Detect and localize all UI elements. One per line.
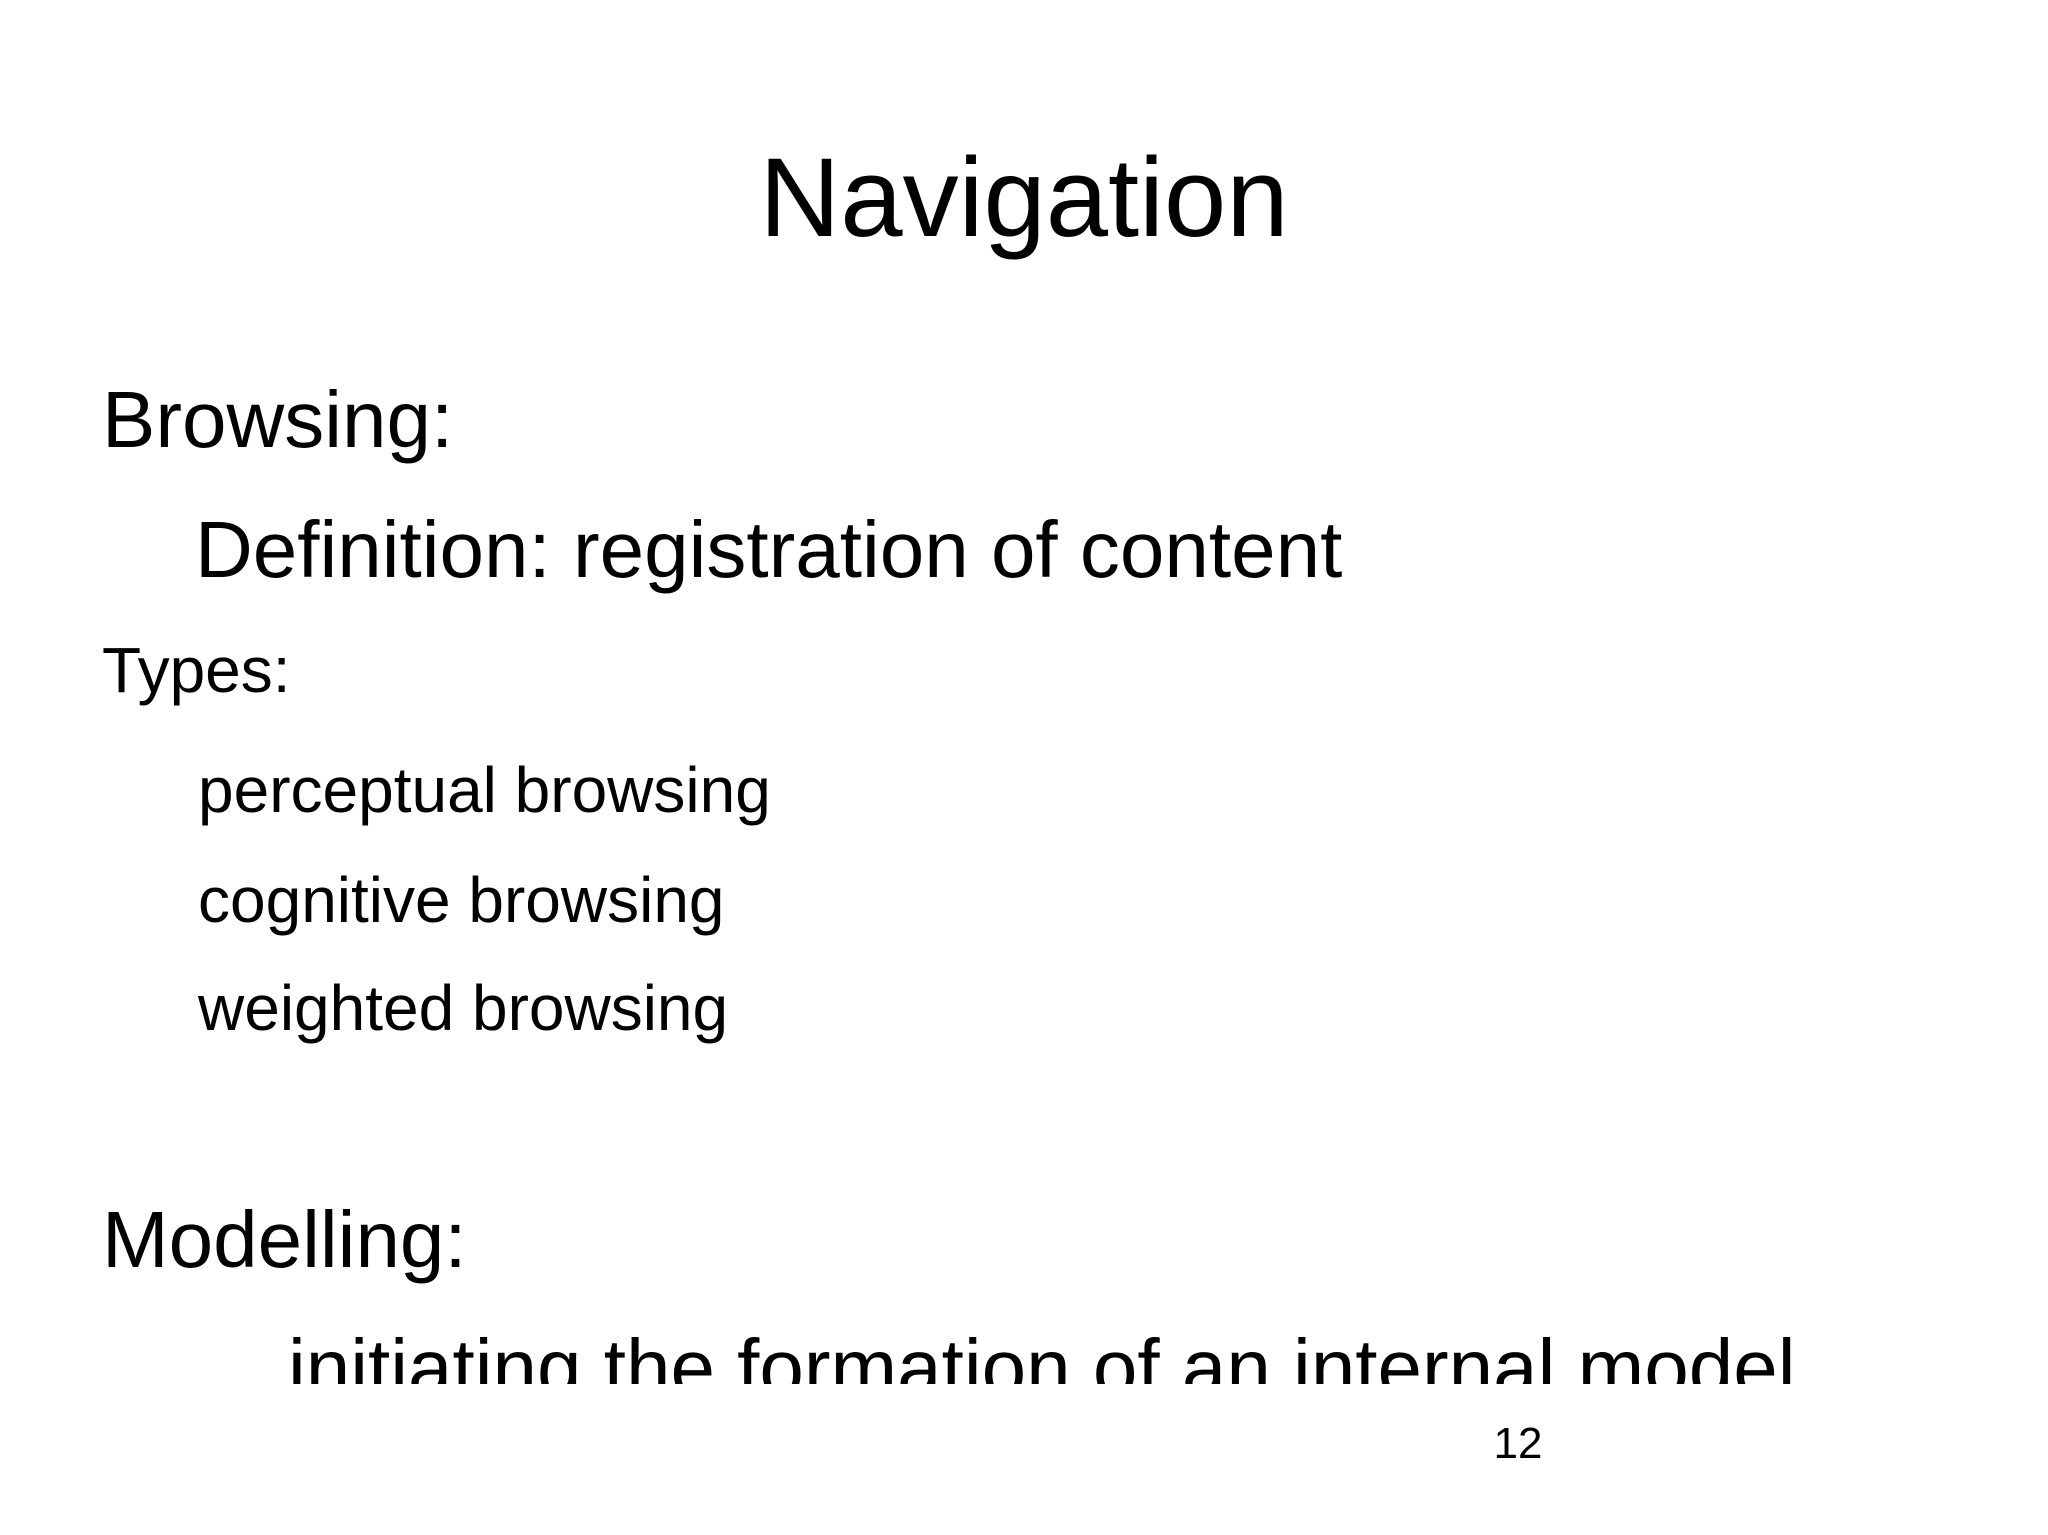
- type-item-perceptual: perceptual browsing: [198, 754, 771, 826]
- type-item-cognitive: cognitive browsing: [198, 864, 725, 936]
- type-item-weighted: weighted browsing: [198, 972, 729, 1044]
- slide-title: Navigation: [759, 135, 1289, 260]
- modelling-text: initiating the formation of an internal …: [288, 1323, 1796, 1384]
- content-clip-area: initiating the formation of an internal …: [288, 1323, 1796, 1384]
- page-number: 12: [1493, 1419, 1543, 1468]
- types-heading: Types:: [102, 634, 291, 706]
- browsing-heading: Browsing:: [102, 375, 454, 464]
- modelling-heading: Modelling:: [102, 1195, 467, 1284]
- browsing-definition: Definition: registration of content: [195, 505, 1343, 594]
